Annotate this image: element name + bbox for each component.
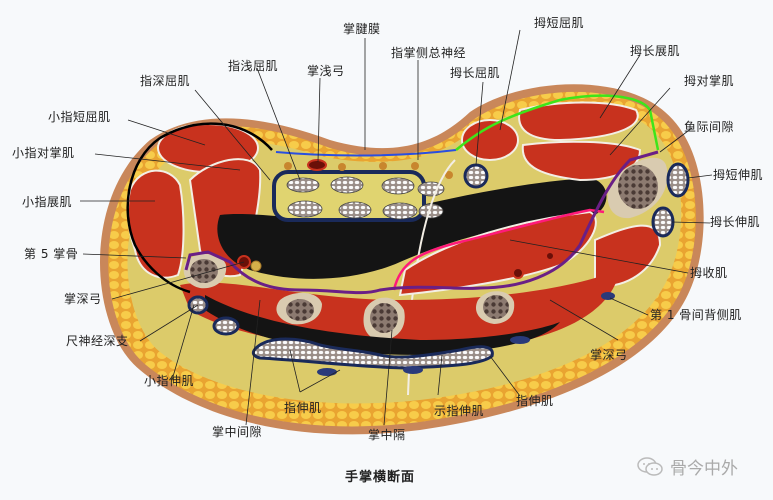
flexor-tendons	[286, 176, 445, 220]
label-opponens-pollicis: 拇对掌肌	[684, 74, 735, 88]
label-midpalmar-space: 掌中间隙	[212, 425, 263, 439]
label-extensor-pollicis-brevis: 拇短伸肌	[713, 168, 764, 182]
label-flexor-pollicis-longus: 拇长屈肌	[450, 66, 501, 80]
label-deep-branch-ulnar-nerve: 尺神经深支	[66, 334, 129, 348]
label-opponens-digiti-minimi: 小指对掌肌	[12, 146, 75, 160]
figure-caption: 手掌横断面	[345, 470, 416, 485]
label-superficial-palmar-arch: 掌浅弓	[307, 64, 345, 78]
label-extensor-digitorum-right: 指伸肌	[516, 394, 554, 408]
label-extensor-indicis: 示指伸肌	[434, 404, 485, 418]
hypothenar-compartment-outline	[126, 122, 273, 294]
label-abductor-pollicis-longus: 拇长展肌	[630, 44, 681, 58]
label-deep-palmar-arch-left: 掌深弓	[64, 292, 102, 306]
thenar-muscles	[398, 101, 662, 297]
label-extensor-digitorum-left: 指伸肌	[284, 401, 322, 415]
metacarpals	[183, 254, 515, 340]
flexor-sheath-bursa	[217, 178, 607, 279]
label-extensor-digiti-minimi: 小指伸肌	[144, 374, 195, 388]
adductor-compartment-outline	[392, 208, 605, 291]
watermark: 骨今中外	[636, 454, 738, 479]
epb-tendon	[666, 162, 690, 198]
label-deep-palmar-arch-right: 掌深弓	[590, 348, 628, 362]
label-flexor-digiti-minimi-brevis: 小指短屈肌	[48, 110, 111, 124]
label-fifth-metacarpal: 第 5 掌骨	[24, 247, 79, 261]
fpl-tendon	[463, 163, 489, 189]
watermark-text: 骨今中外	[670, 459, 738, 479]
label-flexor-digitorum-profundus: 指深屈肌	[140, 74, 191, 88]
label-flexor-digitorum-superficialis: 指浅屈肌	[228, 59, 279, 73]
label-adductor-pollicis: 拇收肌	[690, 266, 728, 280]
label-first-dorsal-interosseous: 第 1 骨间背侧肌	[650, 308, 742, 322]
deep-palmar-arch-vessels	[237, 251, 555, 279]
label-extensor-pollicis-longus: 拇长伸肌	[710, 215, 761, 229]
label-abductor-digiti-minimi: 小指展肌	[22, 195, 73, 209]
label-midpalmar-septum: 掌中隔	[368, 428, 406, 442]
wechat-icon	[637, 456, 663, 476]
label-palmar-aponeurosis: 掌腱膜	[343, 22, 381, 36]
label-thenar-space: 鱼际间隙	[684, 120, 735, 134]
metacarpal-compartment-outline	[184, 150, 659, 295]
palmar-aponeurosis-line	[275, 149, 457, 157]
label-flexor-pollicis-brevis: 拇短屈肌	[534, 16, 585, 30]
epl-tendon	[651, 206, 675, 238]
leader-lines	[80, 29, 713, 426]
label-common-palmar-digital-nerve: 指掌侧总神经	[391, 46, 467, 60]
superficial-palmar-arch-vessels	[284, 159, 453, 179]
thenar-compartment-outline	[455, 94, 660, 151]
extensor-tendons	[187, 292, 615, 376]
